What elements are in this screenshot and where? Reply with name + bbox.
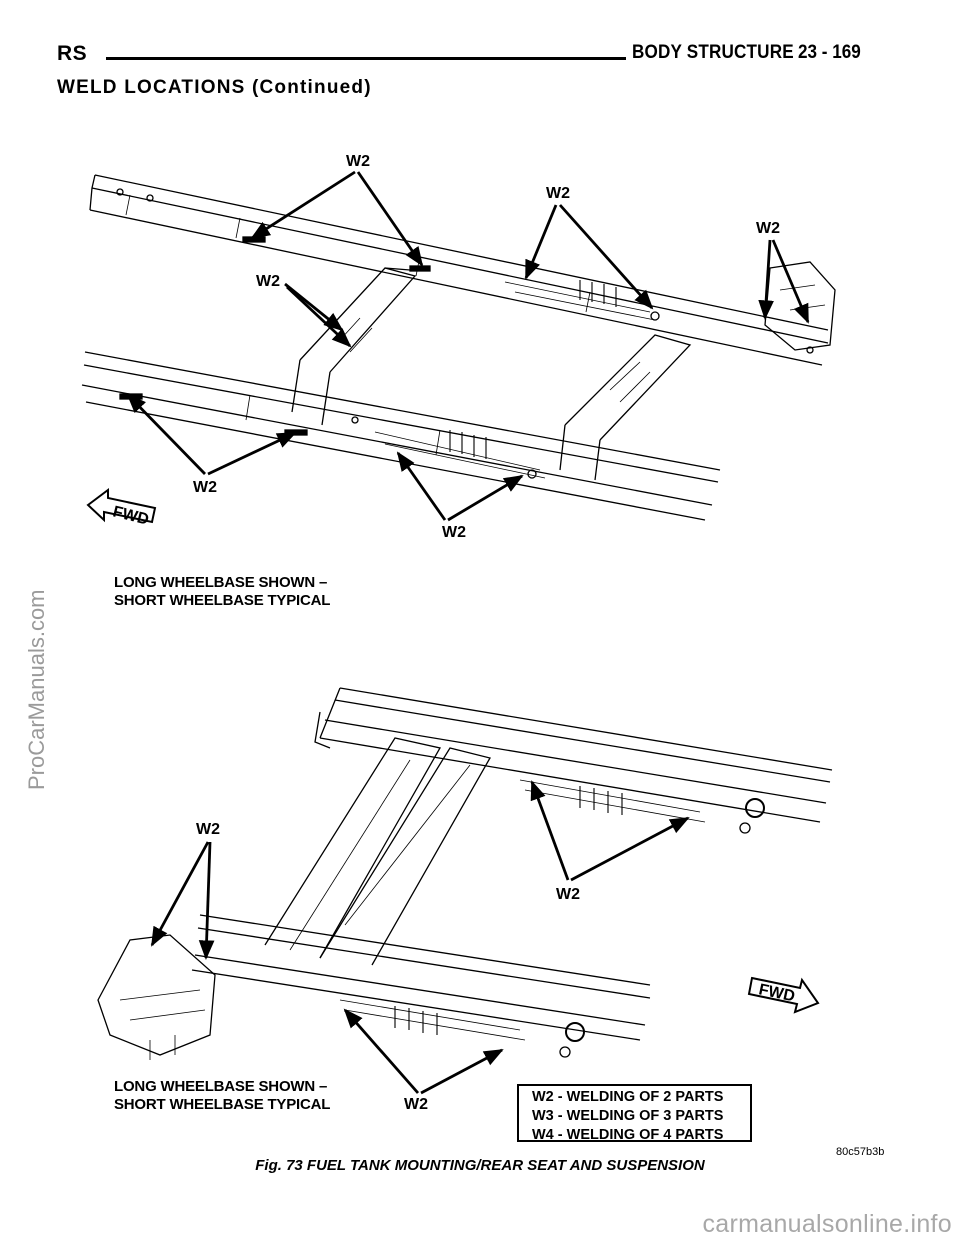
caption-line: SHORT WHEELBASE TYPICAL	[114, 1096, 331, 1113]
top-figure-caption: LONG WHEELBASE SHOWN – SHORT WHEELBASE T…	[114, 574, 330, 610]
caption-line: LONG WHEELBASE SHOWN –	[114, 1078, 328, 1095]
caption-line: SHORT WHEELBASE TYPICAL	[114, 592, 331, 609]
weld-label: W2	[404, 1096, 428, 1113]
weld-label: W2	[442, 524, 466, 541]
bottom-fwd-label: FWD	[757, 981, 796, 1005]
weld-label: W2	[346, 153, 370, 170]
weld-label: W2	[256, 273, 280, 290]
weld-label: W2	[556, 886, 580, 903]
site-footer: carmanualsonline.info	[702, 1210, 952, 1238]
watermark: ProCarManuals.com	[24, 589, 49, 790]
weld-label: W2	[756, 220, 780, 237]
weld-label: W2	[193, 479, 217, 496]
section-title: WELD LOCATIONS (Continued)	[57, 77, 372, 98]
header-section-code: RS	[57, 42, 88, 65]
legend-item: W2 - WELDING OF 2 PARTS	[532, 1089, 724, 1105]
header-title: BODY STRUCTURE	[632, 42, 794, 63]
bottom-frame-drawing	[97, 687, 833, 1060]
header-rule	[106, 57, 626, 60]
legend-item: W3 - WELDING OF 3 PARTS	[532, 1108, 724, 1124]
weld-label: W2	[196, 821, 220, 838]
weld-legend-box: W2 - WELDING OF 2 PARTS W3 - WELDING OF …	[517, 1084, 752, 1143]
weld-label: W2	[546, 185, 570, 202]
figure-code: 80c57b3b	[836, 1146, 885, 1158]
top-weld-labels: W2 W2 W2 W2 W2 W2	[193, 153, 780, 541]
top-frame-drawing	[81, 174, 836, 524]
legend-item: W4 - WELDING OF 4 PARTS	[532, 1127, 724, 1143]
bottom-weld-leaders	[150, 780, 690, 1095]
bottom-weld-labels: W2 W2 W2	[196, 821, 580, 1113]
top-weld-leaders	[126, 170, 810, 522]
bottom-figure-caption: LONG WHEELBASE SHOWN – SHORT WHEELBASE T…	[114, 1078, 330, 1114]
caption-line: LONG WHEELBASE SHOWN –	[114, 574, 328, 591]
page-number: 23 - 169	[798, 42, 861, 63]
figure-caption: Fig. 73 FUEL TANK MOUNTING/REAR SEAT AND…	[255, 1157, 705, 1174]
